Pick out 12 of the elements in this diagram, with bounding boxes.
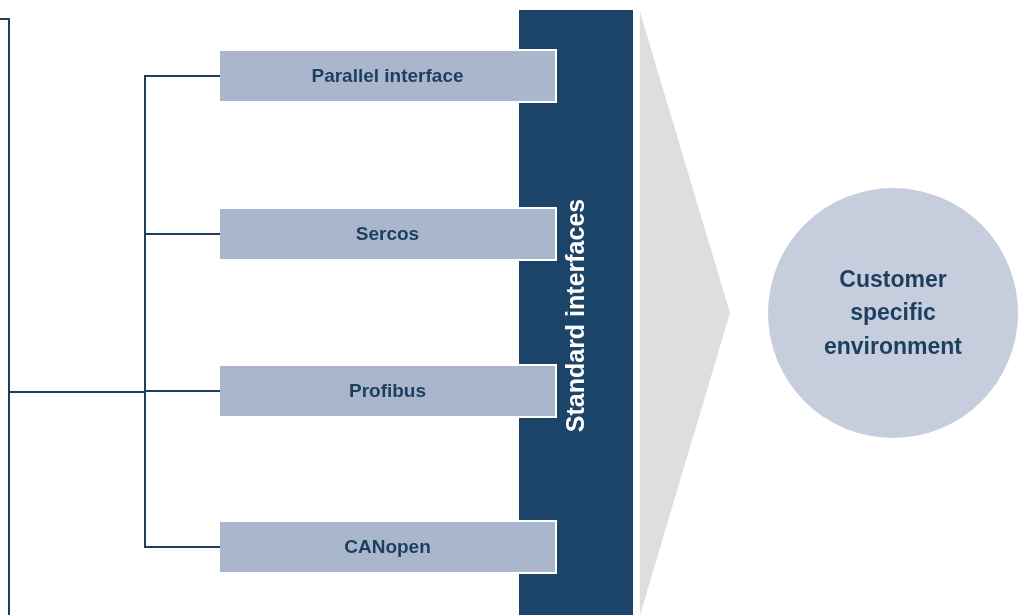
interface-box <box>220 520 557 574</box>
interface-label: CANopen <box>344 536 431 558</box>
circle-label: Customer specific environment <box>823 265 963 361</box>
connector-line <box>9 391 221 548</box>
interface-label: Parallel interface <box>311 65 464 87</box>
funnel-arrow <box>640 12 730 615</box>
interface-box <box>220 207 557 261</box>
interface-label: Profibus <box>348 380 427 402</box>
interface-box <box>220 364 557 418</box>
interface-label: Sercos <box>355 223 420 245</box>
bar-label: Standard interfaces <box>561 198 591 432</box>
interface-box <box>220 49 557 103</box>
